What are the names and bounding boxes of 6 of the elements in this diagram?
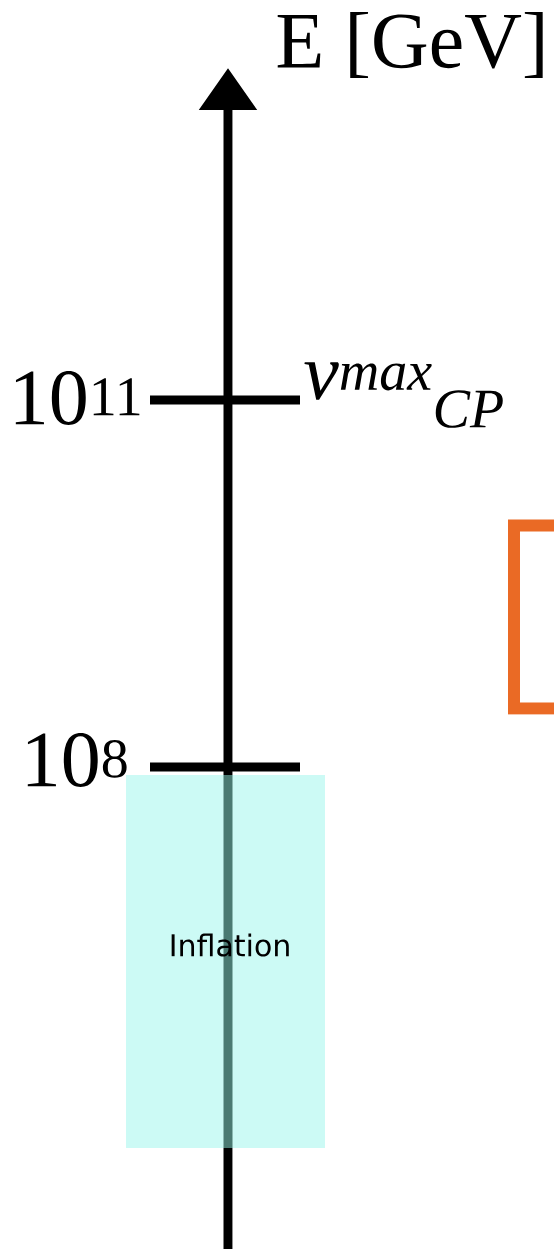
tick-label: v$^{max}$CP: [304, 362, 503, 428]
empty-box: [508, 519, 554, 715]
band-label: Inflation: [171, 933, 289, 957]
tick-label: 10$^{8}$: [27, 733, 127, 787]
axis-label: E [GeV]: [277, 11, 543, 79]
tick-label: 10$^{11}$: [15, 371, 140, 425]
